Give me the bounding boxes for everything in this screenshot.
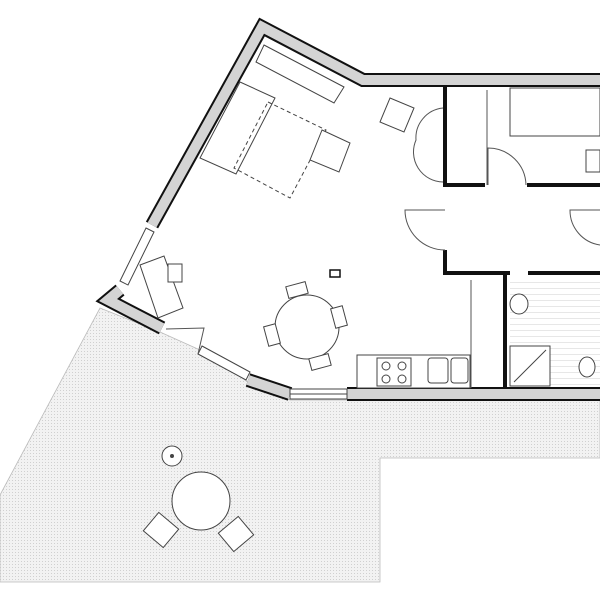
toilet: [578, 356, 596, 378]
door-swing-bedroom: [487, 147, 527, 186]
nightstand: [585, 149, 600, 173]
terrace-table: [171, 471, 231, 531]
dining-chair-s: [308, 353, 332, 371]
desk-chair: [167, 263, 183, 283]
terrace-chair: [217, 515, 255, 553]
exterior-walls: [95, 17, 600, 401]
dining-table: [274, 294, 340, 360]
window-southwest: [197, 345, 251, 381]
coffee-table-rug: [233, 101, 327, 199]
desk: [139, 255, 184, 319]
stove: [376, 357, 412, 387]
chair-corner: [379, 97, 415, 133]
burner: [397, 361, 407, 371]
washbasin: [509, 293, 529, 315]
dining-chair-e: [330, 305, 348, 329]
windows: [119, 227, 348, 400]
burner: [397, 374, 407, 384]
window-west: [119, 227, 155, 286]
door-swing-right: [569, 209, 600, 246]
door-swing-hall: [404, 209, 446, 251]
sofa: [199, 81, 276, 175]
sink: [450, 357, 469, 384]
sideboard: [255, 44, 345, 104]
sink: [427, 357, 449, 384]
burner: [381, 361, 391, 371]
dining-chair-n: [285, 281, 309, 299]
door-swing-closet: [413, 107, 444, 183]
terrace-chair: [142, 511, 180, 549]
furniture: [139, 44, 600, 553]
burner: [381, 374, 391, 384]
doors: [165, 107, 600, 355]
interior-walls: [443, 86, 600, 389]
bed: [509, 87, 600, 137]
dining-chair-w: [263, 323, 281, 347]
column: [329, 269, 341, 278]
armchair: [309, 129, 351, 173]
door-swing-terrace: [165, 327, 205, 355]
